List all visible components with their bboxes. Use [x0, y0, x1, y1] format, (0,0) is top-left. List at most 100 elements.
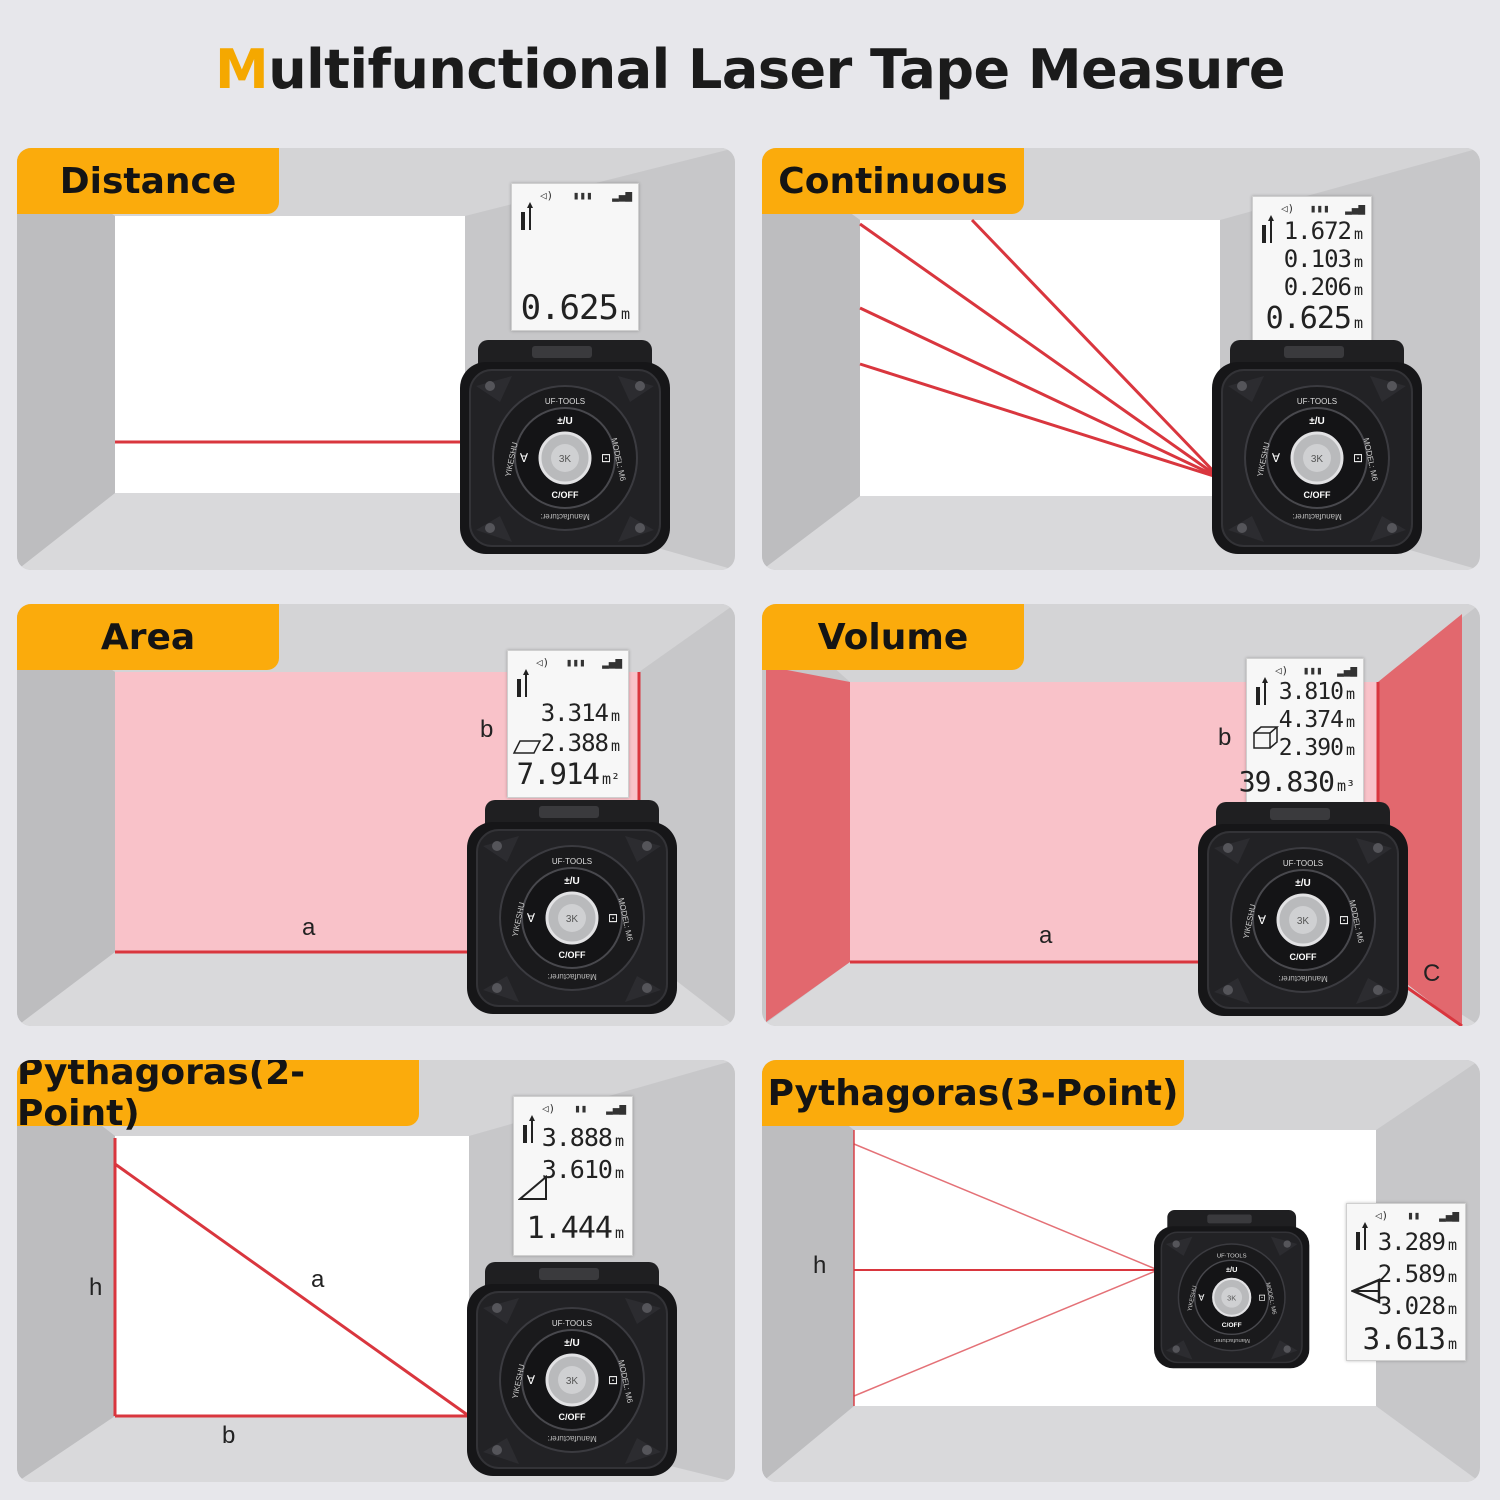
reading-value: 0.103 [1283, 245, 1352, 273]
title-rest: ultifunctional Laser Tape Measure [268, 38, 1286, 101]
svg-text:UF·TOOLS: UF·TOOLS [1217, 1253, 1247, 1259]
mode-tag: Distance [17, 148, 279, 214]
status-icons: ◁)▮▮▮▂▄▆ [540, 188, 632, 202]
signal-icon: ▂▄▆ [1439, 1208, 1459, 1222]
screw-icon [1373, 985, 1383, 995]
reading-unit: m [614, 1132, 624, 1150]
reading-unit: m [1345, 741, 1355, 759]
svg-text:±/U: ±/U [1226, 1265, 1237, 1274]
reading-unit: m [1447, 1300, 1457, 1318]
side-label-a: a [311, 1266, 325, 1293]
svg-text:3K: 3K [1311, 454, 1324, 465]
battery-icon: ▮▮▮ [1302, 663, 1323, 677]
svg-text:Manufacturer:: Manufacturer: [540, 512, 589, 521]
reading-value: 0.206 [1283, 273, 1352, 301]
speaker-icon: ◁) [540, 188, 554, 202]
reading-value: 4.374 [1278, 707, 1344, 733]
reading-unit: m [610, 707, 620, 725]
svg-text:±/U: ±/U [564, 1338, 580, 1349]
reading-value: 0.625 [1265, 301, 1352, 336]
reading-unit: m [1447, 1268, 1457, 1286]
screw-icon [492, 841, 502, 851]
right-button-icon: ⊡ [1258, 1293, 1265, 1303]
svg-text:3K: 3K [566, 914, 579, 925]
mode-tag: Pythagoras(2-Point) [17, 1060, 419, 1134]
screw-icon [642, 983, 652, 993]
screw-icon [1237, 381, 1247, 391]
laser-measure-device: 3K UF·TOOLS ±/U C/OFF ∀ ⊡ YIKESHU MODEL:… [467, 1262, 677, 1480]
laser-measure-device: 3K UF·TOOLS ±/U C/OFF ∀ ⊡ YIKESHU MODEL:… [460, 340, 670, 558]
left-button-icon: ∀ [1272, 451, 1281, 465]
reading-unit: m [1345, 685, 1355, 703]
laser-pointer-icon [1262, 215, 1274, 243]
reading-value: 3.888 [541, 1123, 613, 1152]
battery-icon: ▮▮ [574, 1101, 588, 1115]
reading-unit: m [620, 305, 630, 323]
status-icons: ◁)▮▮▮▂▄▆ [1275, 663, 1357, 677]
reading-unit: m [1353, 314, 1363, 332]
screw-icon [1387, 523, 1397, 533]
reading-value: 3.028 [1377, 1292, 1446, 1320]
reading-value: 3.610 [541, 1155, 613, 1184]
reading-unit: m [1447, 1335, 1457, 1353]
laser-measure-device: 3K UF·TOOLS ±/U C/OFF ∀ ⊡ YIKESHU MODEL:… [1154, 1210, 1310, 1371]
screw-icon [1283, 1345, 1291, 1353]
screw-icon [1223, 843, 1233, 853]
laser-line [853, 1143, 1159, 1271]
reading-unit: m [614, 1164, 624, 1182]
right-button-icon: ⊡ [608, 1373, 618, 1387]
svg-text:Manufacturer:: Manufacturer: [547, 1434, 596, 1443]
reading-value: 2.390 [1278, 735, 1344, 761]
status-icons: ◁)▮▮▂▄▆ [542, 1101, 626, 1115]
reading-value: 3.314 [540, 699, 609, 727]
svg-text:C/OFF: C/OFF [1222, 1322, 1242, 1329]
laser-pointer-icon [517, 669, 529, 697]
left-button-icon: ∀ [1258, 913, 1267, 927]
screw-icon [1172, 1345, 1180, 1353]
mode-label: Distance [59, 160, 237, 202]
svg-text:3K: 3K [1227, 1293, 1236, 1302]
mode-label: Pythagoras(3-Point) [767, 1072, 1179, 1114]
screw-icon [642, 1303, 652, 1313]
mode-tag: Volume [762, 604, 1024, 670]
screw-icon [485, 381, 495, 391]
mode-tag: Pythagoras(3-Point) [762, 1060, 1184, 1126]
status-icons: ◁)▮▮▮▂▄▆ [1281, 201, 1365, 215]
screw-icon [492, 1303, 502, 1313]
laser-line [859, 306, 1221, 480]
screw-icon [492, 1445, 502, 1455]
triangle-3-point-icon [1351, 1278, 1381, 1304]
signal-icon: ▂▄▆ [602, 655, 622, 669]
speaker-icon: ◁) [1275, 663, 1289, 677]
side-label-a: a [302, 914, 316, 941]
mode-label: Pythagoras(2-Point) [17, 1060, 306, 1134]
mode-tag: Area [17, 604, 279, 670]
device-body: 3K UF·TOOLS ±/U C/OFF ∀ ⊡ YIKESHU MODEL:… [1154, 1210, 1310, 1369]
svg-text:Manufacturer:: Manufacturer: [1213, 1337, 1250, 1343]
svg-text:±/U: ±/U [557, 416, 573, 427]
right-button-icon: ⊡ [608, 911, 618, 925]
status-icons: ◁)▮▮▮▂▄▆ [536, 655, 622, 669]
speaker-icon: ◁) [542, 1101, 556, 1115]
svg-text:UF·TOOLS: UF·TOOLS [552, 1319, 592, 1328]
reading-value: 2.388 [540, 729, 609, 757]
device-body: 3K UF·TOOLS ±/U C/OFF ∀ ⊡ YIKESHU MODEL:… [1198, 802, 1408, 1016]
svg-text:3K: 3K [559, 454, 572, 465]
side-label-a: a [1039, 922, 1053, 949]
battery-icon: ▮▮▮ [572, 188, 593, 202]
volume-icon [1253, 726, 1280, 749]
